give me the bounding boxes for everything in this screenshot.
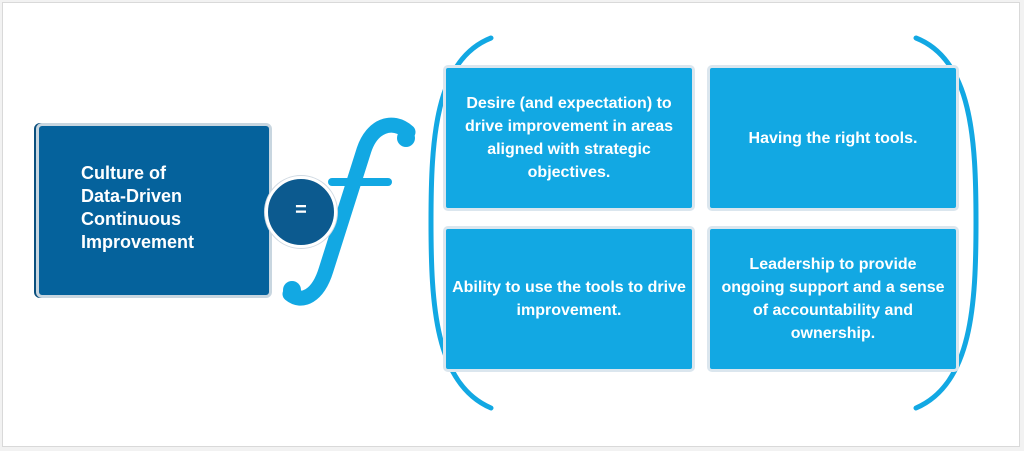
factor-box-desire: Desire (and expectation) to drive improv… xyxy=(443,65,695,211)
function-f-icon xyxy=(282,117,416,306)
factor-text-tools: Having the right tools. xyxy=(748,129,918,147)
equals-sign: = xyxy=(295,199,307,221)
culture-box: Culture of Data-Driven Continuous Improv… xyxy=(36,123,272,298)
factor-text-leadership: Leadership to provide ongoing support an… xyxy=(721,256,945,342)
culture-label: Culture of Data-Driven Continuous Improv… xyxy=(81,163,195,252)
factor-text-desire: Desire (and expectation) to drive improv… xyxy=(464,95,674,181)
factor-box-ability: Ability to use the tools to drive improv… xyxy=(443,226,695,372)
equals-circle: = xyxy=(265,176,337,248)
factor-text-ability: Ability to use the tools to drive improv… xyxy=(452,279,686,319)
factor-box-leadership: Leadership to provide ongoing support an… xyxy=(707,226,959,372)
factor-box-tools: Having the right tools. xyxy=(707,65,959,211)
